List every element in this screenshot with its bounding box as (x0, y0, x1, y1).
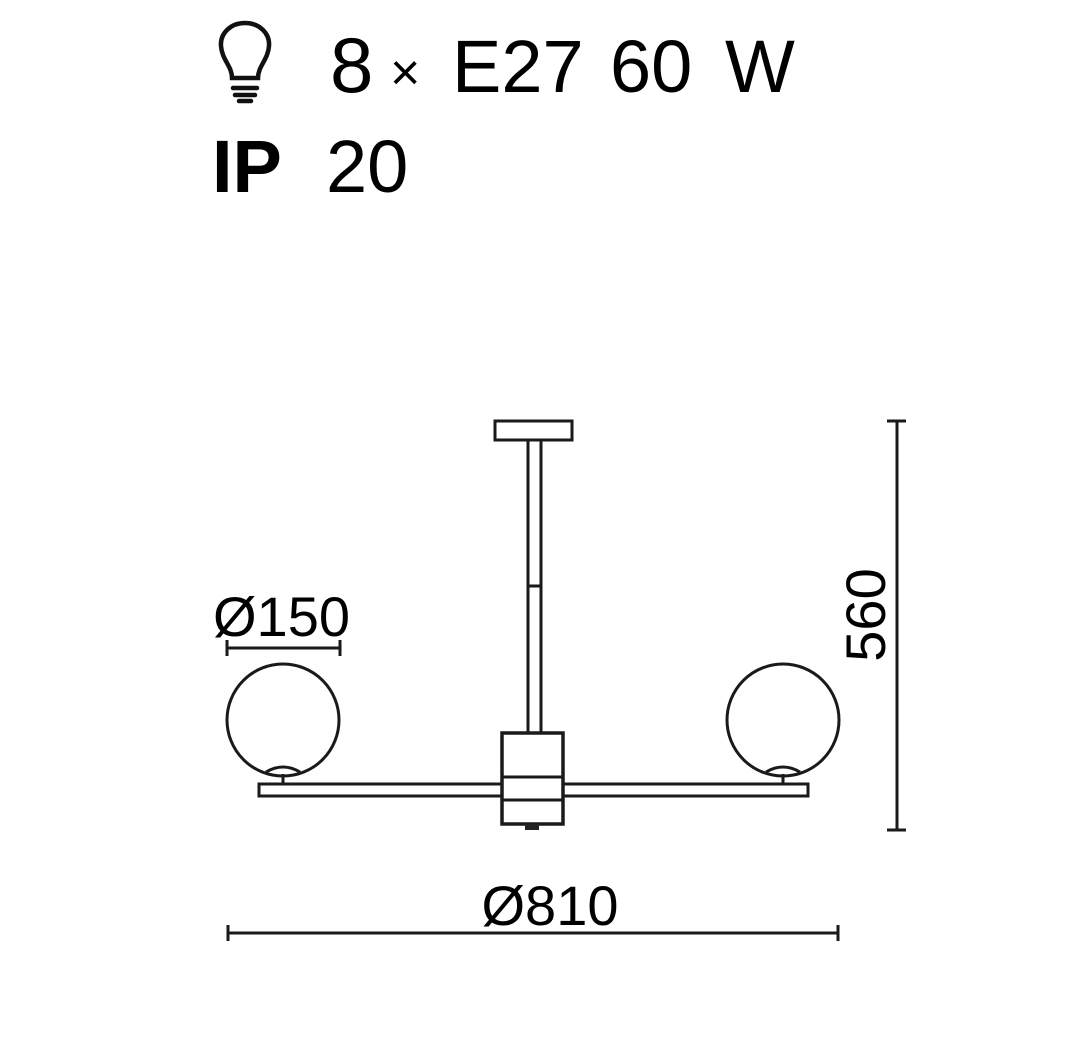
watt-unit: W (725, 25, 795, 108)
bulb-count: 8 (330, 21, 373, 109)
height-label: 560 (834, 568, 897, 661)
right-globe (725, 662, 841, 778)
wattage: 60 (610, 25, 692, 108)
times-sign: × (390, 44, 420, 102)
lightbulb-icon (218, 20, 272, 104)
left-globe (225, 662, 341, 778)
bottom-cap (525, 824, 539, 830)
globe-diameter-label: Ø150 (213, 585, 350, 648)
socket-type: E27 (452, 25, 584, 108)
globe-diameter-dimension (225, 640, 342, 656)
lamp-drawing (225, 419, 841, 830)
overall-diameter-dimension (226, 925, 840, 941)
ip-value: 20 (326, 125, 408, 208)
height-dimension (887, 419, 906, 832)
overall-diameter-label: Ø810 (482, 874, 619, 937)
ceiling-canopy (493, 419, 574, 442)
ip-label: IP (212, 125, 282, 208)
